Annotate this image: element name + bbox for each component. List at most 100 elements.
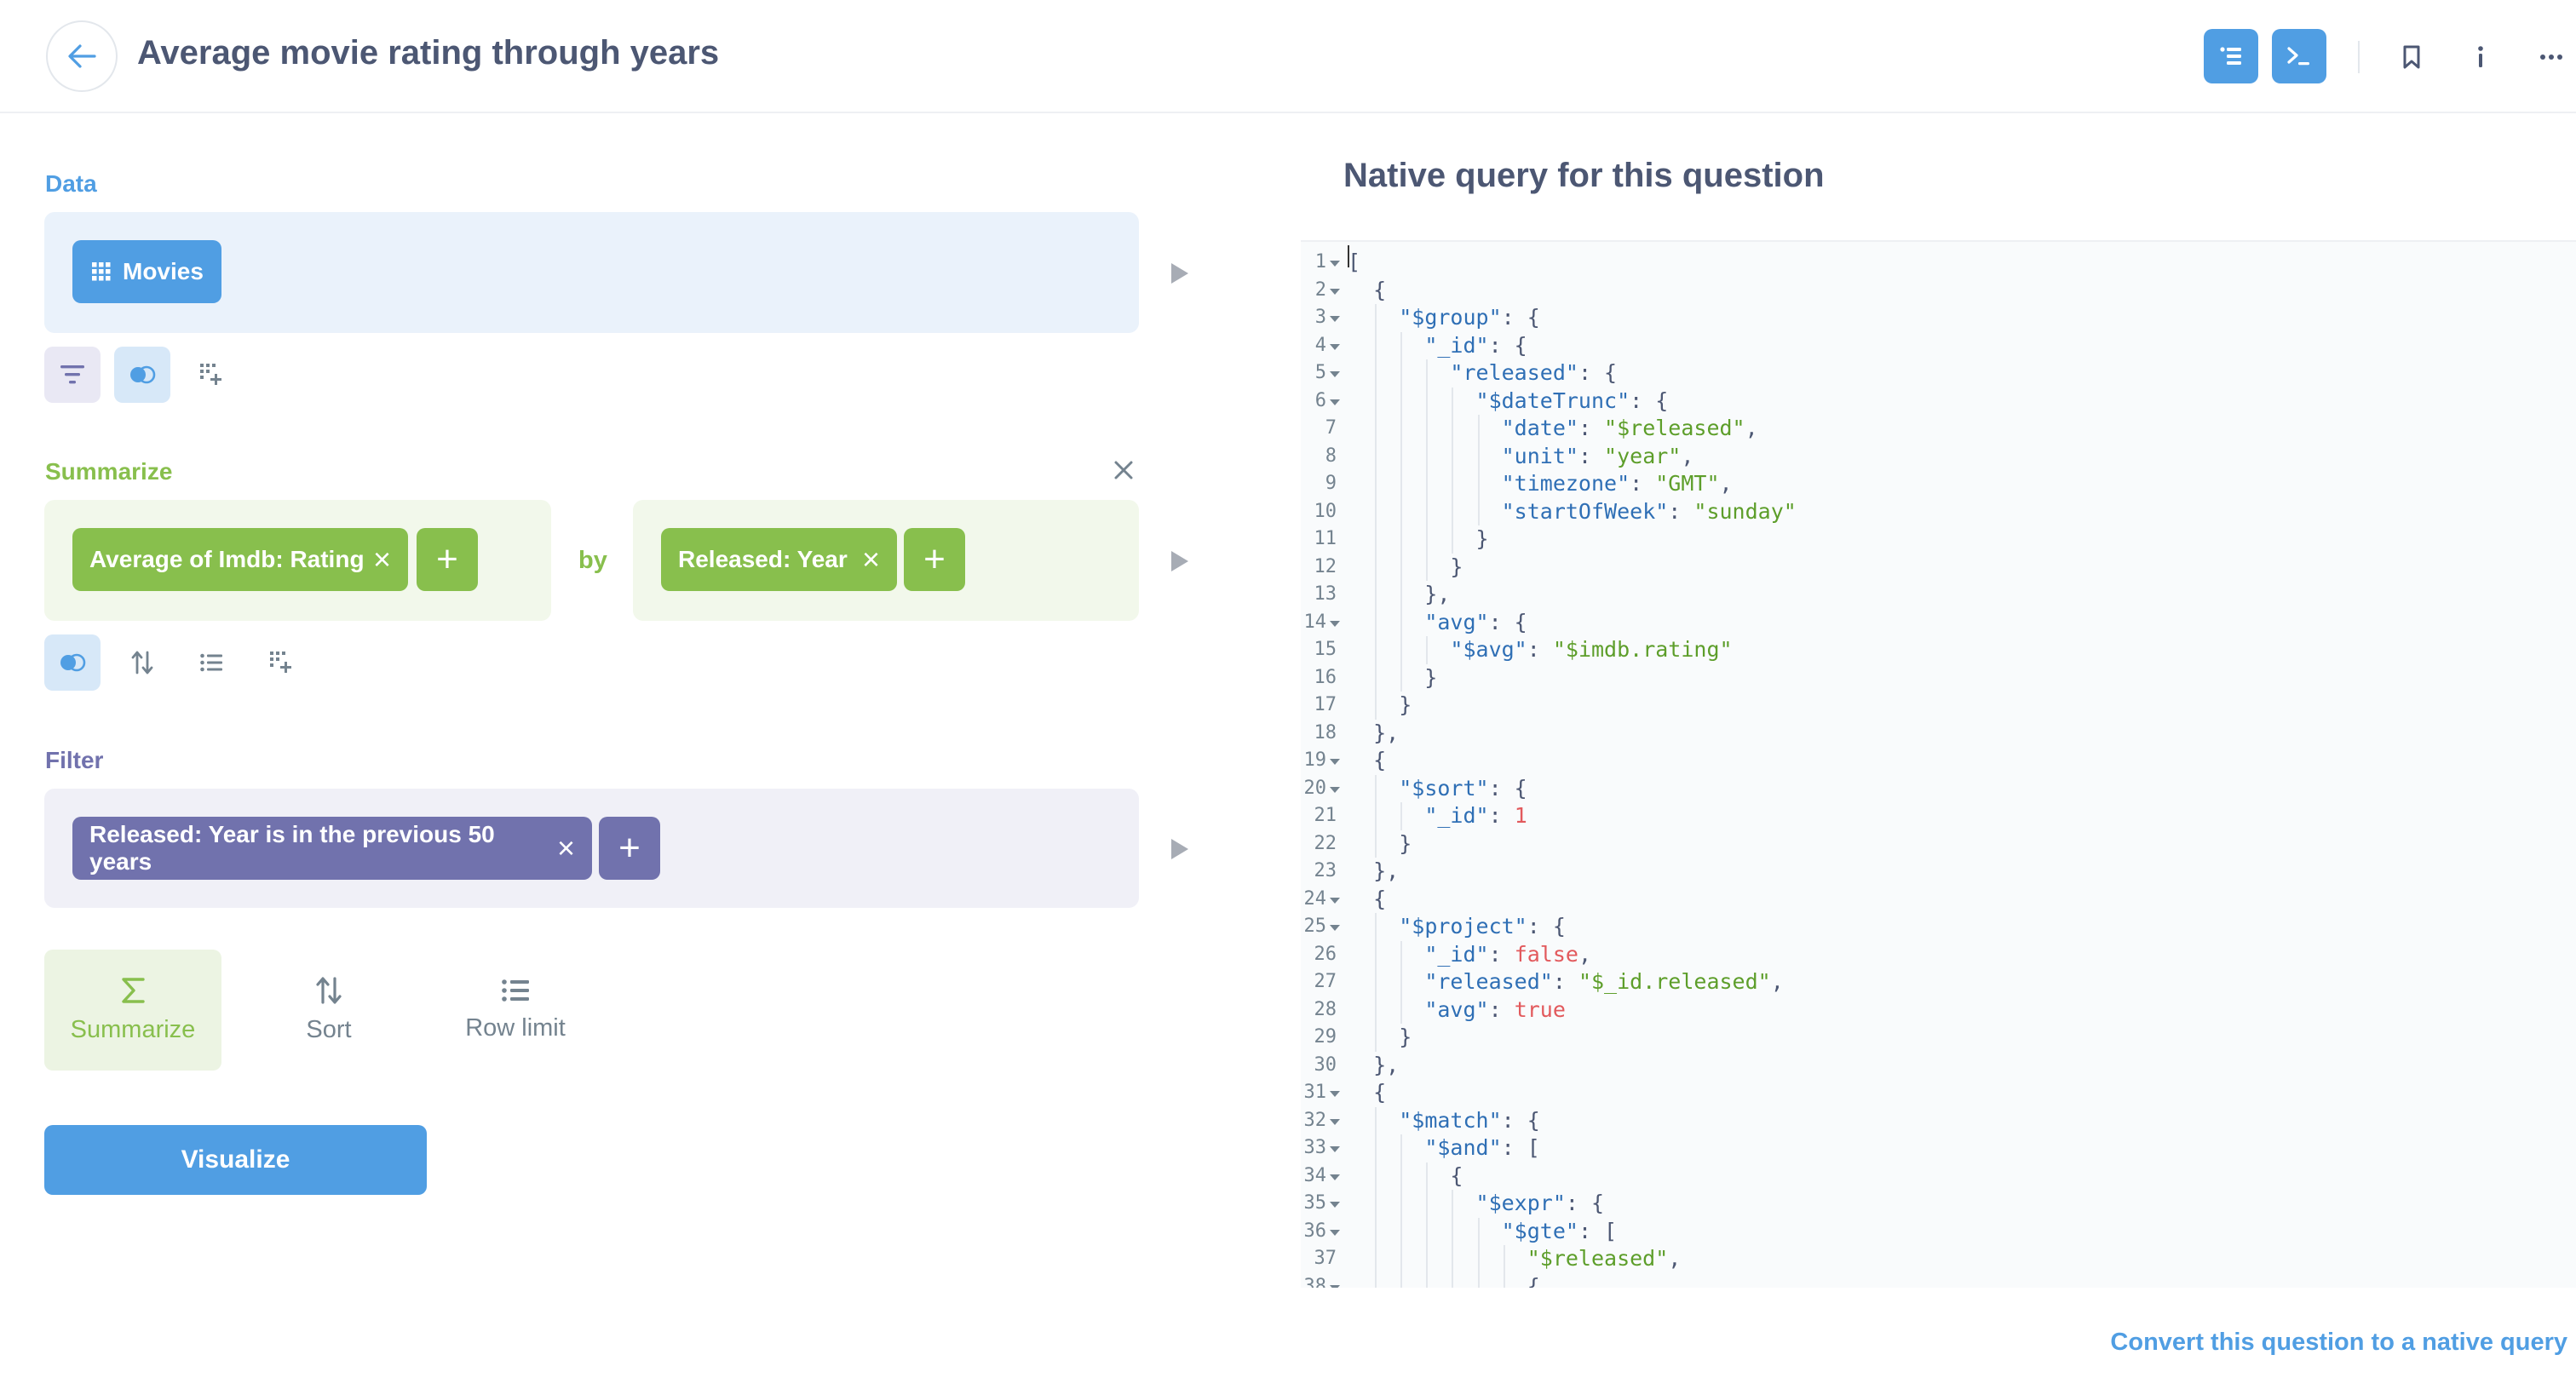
breakout-pill[interactable]: Released: Year × (661, 528, 897, 591)
line-number: 26 (1314, 943, 1337, 965)
line-number: 25 (1303, 916, 1327, 937)
fold-caret-icon[interactable] (1330, 897, 1340, 904)
code-text: "released": { (1450, 360, 1618, 385)
indent-guide (1426, 359, 1429, 388)
bookmark-button[interactable] (2392, 37, 2431, 77)
terminal-icon (2287, 47, 2309, 66)
line-number: 30 (1314, 1053, 1337, 1076)
table-grid-icon (92, 262, 111, 281)
fold-caret-icon[interactable] (1330, 1202, 1340, 1208)
fold-caret-icon[interactable] (1330, 1146, 1340, 1152)
indent-guide (1400, 581, 1403, 609)
fold-caret-icon[interactable] (1330, 1091, 1340, 1097)
view-sql-button[interactable] (2272, 29, 2326, 83)
indent-guide (1452, 415, 1454, 443)
fold-caret-icon[interactable] (1330, 1118, 1340, 1125)
filter-step-preview-button[interactable] (1171, 839, 1188, 859)
back-button[interactable] (46, 20, 118, 92)
line-number: 13 (1314, 583, 1337, 605)
indent-guide (1400, 1272, 1403, 1288)
sort-action-button[interactable]: Sort (273, 950, 385, 1071)
code-text: "$released", (1527, 1246, 1682, 1271)
row-limit-action-button[interactable]: Row limit (451, 950, 579, 1071)
indent-guide (1375, 692, 1377, 720)
data-source-pill[interactable]: Movies (72, 240, 221, 303)
fold-caret-icon[interactable] (1330, 1229, 1340, 1236)
fold-caret-icon[interactable] (1330, 399, 1340, 405)
list-icon (200, 653, 222, 672)
convert-to-native-query-link[interactable]: Convert this question to a native query (2110, 1329, 2567, 1356)
fold-caret-icon[interactable] (1330, 759, 1340, 765)
fold-caret-icon[interactable] (1330, 1174, 1340, 1180)
remove-breakout-icon[interactable]: × (861, 542, 880, 577)
indent-guide (1503, 1245, 1505, 1273)
fold-caret-icon[interactable] (1330, 316, 1340, 322)
line-number: 2 (1314, 278, 1326, 301)
filter-pill[interactable]: Released: Year is in the previous 50 yea… (72, 817, 592, 880)
text-cursor (1348, 245, 1349, 267)
fold-caret-icon[interactable] (1330, 786, 1340, 793)
add-metric-button[interactable]: + (417, 528, 478, 591)
code-text: }, (1348, 1052, 1400, 1077)
code-text: { (1348, 1162, 1463, 1188)
data-step-preview-button[interactable] (1171, 263, 1188, 284)
fold-caret-icon[interactable] (1330, 371, 1340, 377)
fold-caret-icon[interactable] (1330, 288, 1340, 295)
metric-pill[interactable]: Average of Imdb: Rating × (72, 528, 408, 591)
notebook-editor-toggle-button[interactable] (2204, 29, 2258, 83)
code-text: "startOfWeek": "sunday" (1501, 498, 1797, 524)
indent-guide (1400, 387, 1403, 415)
indent-guide (1375, 1024, 1377, 1052)
add-filter-button[interactable]: + (599, 817, 660, 880)
line-number: 38 (1303, 1275, 1327, 1289)
info-button[interactable] (2461, 37, 2500, 77)
indent-guide (1400, 553, 1403, 581)
indent-guide (1452, 497, 1454, 525)
indent-guide (1400, 1245, 1403, 1273)
line-number: 23 (1314, 860, 1337, 881)
remove-filter-icon[interactable]: × (556, 830, 575, 865)
code-text: } (1348, 554, 1463, 579)
add-join-tool-2[interactable] (44, 634, 101, 691)
fold-caret-icon[interactable] (1330, 261, 1340, 267)
fold-caret-icon[interactable] (1330, 1284, 1340, 1288)
indent-guide (1503, 1272, 1505, 1288)
add-column-icon (200, 364, 221, 385)
add-custom-column-tool-2[interactable] (253, 634, 309, 691)
native-query-editor[interactable]: 1[2 {3 "$group": {4 "_id": {5 "released"… (1301, 240, 2576, 1288)
code-text: "_id": 1 (1424, 803, 1527, 828)
indent-guide (1477, 1217, 1480, 1245)
add-sort-tool[interactable] (114, 634, 170, 691)
code-text: "$avg": "$imdb.rating" (1450, 637, 1733, 662)
indent-guide (1375, 581, 1377, 609)
add-limit-tool[interactable] (183, 634, 239, 691)
summarize-action-button[interactable]: Summarize (44, 950, 221, 1071)
indent-guide (1375, 304, 1377, 332)
indent-guide (1375, 830, 1377, 858)
fold-caret-icon[interactable] (1330, 620, 1340, 627)
indent-guide (1426, 1272, 1429, 1288)
line-number: 17 (1314, 694, 1337, 715)
visualize-button[interactable]: Visualize (44, 1125, 427, 1195)
remove-summarize-step-button[interactable] (1113, 460, 1134, 485)
fold-caret-icon[interactable] (1330, 925, 1340, 931)
indent-guide (1452, 470, 1454, 498)
add-custom-column-tool[interactable] (183, 347, 239, 403)
query-header: Average movie rating through years (0, 0, 2576, 113)
fold-caret-icon[interactable] (1330, 343, 1340, 350)
indent-guide (1375, 497, 1377, 525)
code-text: "timezone": "GMT", (1501, 471, 1733, 496)
add-breakout-button[interactable]: + (904, 528, 965, 591)
summarize-step-preview-button[interactable] (1171, 551, 1188, 571)
add-filter-tool[interactable] (44, 347, 101, 403)
add-join-tool[interactable] (114, 347, 170, 403)
sort-icon (316, 976, 342, 1004)
more-options-button[interactable] (2532, 37, 2571, 77)
info-icon (2478, 46, 2483, 67)
line-number: 10 (1314, 500, 1337, 522)
indent-guide (1477, 415, 1480, 443)
remove-metric-icon[interactable]: × (372, 542, 391, 577)
indent-guide (1452, 387, 1454, 415)
indent-guide (1375, 1272, 1377, 1288)
indent-guide (1375, 1162, 1377, 1190)
